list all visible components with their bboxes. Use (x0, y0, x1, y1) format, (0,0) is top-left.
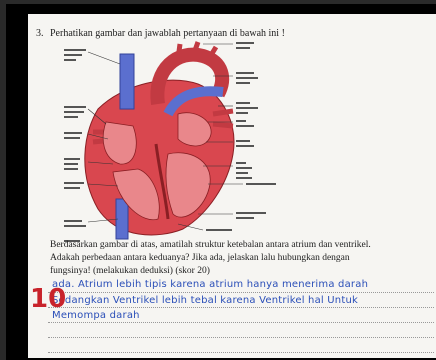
answer-rule (48, 337, 434, 338)
handwritten-answer-line-2: Sedangkan Ventrikel lebih tebal karena V… (52, 295, 358, 306)
score-mark: 10 (30, 284, 66, 314)
photo-frame: 3. Perhatikan gambar dan jawablah pertan… (6, 4, 436, 360)
answer-rule (48, 322, 434, 323)
question-line-3: fungsinya! (melakukan deduksi) (skor 20) (50, 266, 210, 276)
answer-rule (48, 352, 434, 353)
answer-rule (48, 307, 434, 308)
superior-vena-cava (120, 54, 134, 109)
worksheet-paper: 3. Perhatikan gambar dan jawablah pertan… (28, 14, 436, 358)
answer-rule (48, 292, 434, 293)
question-line-1: Berdasarkan gambar di atas, amatilah str… (50, 240, 371, 250)
heart-diagram (28, 14, 436, 254)
question-line-2: Adakah perbedaan antara keduanya? Jika a… (50, 253, 350, 263)
handwritten-answer-line-1: ada. Atrium lebih tipis karena atrium ha… (52, 279, 368, 290)
